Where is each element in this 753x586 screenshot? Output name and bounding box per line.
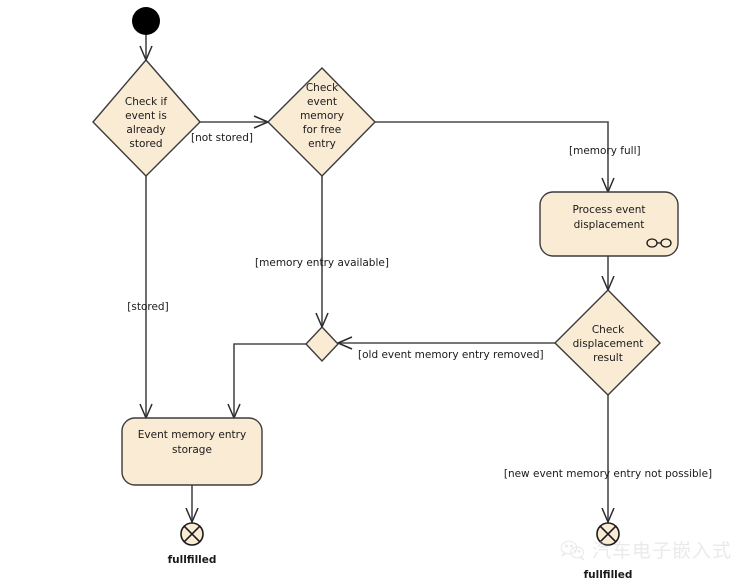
merge-node[interactable] <box>305 325 339 363</box>
decision-check-free-entry[interactable]: Check event memory for free entry <box>267 67 376 177</box>
decision-check-free-entry-line-5: entry <box>308 138 336 150</box>
decision-check-displacement-result-line-1: Check <box>592 324 625 336</box>
guard-label-old-event-removed: [old event memory entry removed] <box>358 349 544 361</box>
decision-check-already-stored-line-4: stored <box>129 138 162 150</box>
guard-label-not-stored: [not stored] <box>191 132 253 144</box>
guard-label-new-entry-not-possible: [new event memory entry not possible] <box>504 468 712 480</box>
decision-check-free-entry-line-2: event <box>307 96 337 108</box>
action-process-event-displacement-line-2: displacement <box>574 219 645 231</box>
decision-check-displacement-result[interactable]: Check displacement result <box>554 289 661 396</box>
edge-storage-to-final <box>185 485 199 524</box>
decision-check-free-entry-line-4: for free <box>303 124 341 136</box>
flow-final-node-right: fullfilled <box>584 522 633 581</box>
decision-check-free-entry-line-1: Check <box>306 82 339 94</box>
guard-label-stored: [stored] <box>127 301 168 313</box>
edge-old-event-removed <box>336 336 555 350</box>
initial-node <box>132 7 160 35</box>
guard-label-memory-full: [memory full] <box>569 145 641 157</box>
subactivity-rake-icon <box>646 238 672 248</box>
edge-memory-entry-available <box>315 176 329 329</box>
decision-check-free-entry-line-3: memory <box>300 110 344 122</box>
action-event-memory-entry-storage[interactable]: Event memory entry storage <box>121 417 263 486</box>
flow-final-label-right: fullfilled <box>584 569 633 581</box>
edge-displacement-to-check-result <box>601 256 615 292</box>
edge-stored <box>139 176 153 420</box>
edge-not-stored <box>200 115 270 129</box>
action-process-event-displacement-line-1: Process event <box>572 204 645 216</box>
action-event-memory-entry-storage-line-1: Event memory entry <box>138 429 246 441</box>
edge-memory-full <box>375 121 615 194</box>
guard-label-memory-entry-available: [memory entry available] <box>255 257 389 269</box>
action-event-memory-entry-storage-line-2: storage <box>172 444 212 456</box>
decision-check-displacement-result-line-2: displacement <box>573 338 644 350</box>
decision-check-already-stored[interactable]: Check if event is already stored <box>92 58 201 177</box>
edge-new-entry-not-possible <box>601 395 615 524</box>
decision-check-already-stored-line-2: event is <box>125 110 167 122</box>
action-process-event-displacement[interactable]: Process event displacement <box>539 191 679 257</box>
decision-check-already-stored-line-3: already <box>126 124 165 136</box>
flow-final-label-left: fullfilled <box>168 554 217 566</box>
edge-initial-to-check-stored <box>139 35 153 62</box>
decision-check-already-stored-line-1: Check if <box>125 96 168 108</box>
decision-check-displacement-result-line-3: result <box>593 352 623 364</box>
flow-final-node-left: fullfilled <box>168 522 217 566</box>
edge-merge-to-storage <box>227 343 306 420</box>
